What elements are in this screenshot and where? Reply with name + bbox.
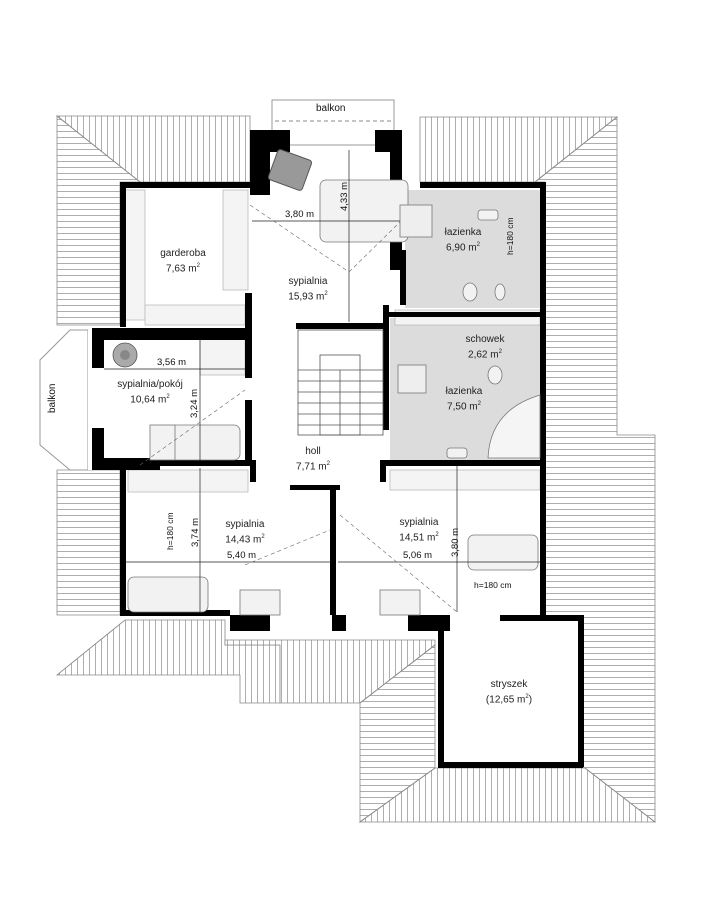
room-area: 7,50 m2 xyxy=(447,401,481,413)
room-lazienka-2: łazienka 7,50 m2 xyxy=(446,386,483,413)
dimension-label: 3,56 m xyxy=(157,357,187,368)
room-area: (12,65 m2) xyxy=(485,694,533,706)
room-area: 14,51 m2 xyxy=(399,532,439,544)
room-name: garderoba xyxy=(160,248,206,259)
room-area: 10,64 m2 xyxy=(130,394,170,406)
dimension-label: 4,33 m xyxy=(339,181,350,211)
room-name: sypialnia xyxy=(288,276,328,287)
room-sypialnia-pokoj: sypialnia/pokój 10,64 m2 xyxy=(117,379,183,406)
room-name: sypialnia/pokój xyxy=(117,379,183,390)
dimension-label: 3,74 m xyxy=(190,517,201,547)
balcony-top xyxy=(271,99,395,146)
dimension-label: 3,80 m xyxy=(450,527,461,557)
balcony-left-label: balkon xyxy=(47,383,58,413)
room-name: schowek xyxy=(465,334,505,345)
room-sypialnia-3: sypialnia 14,51 m2 xyxy=(399,517,438,544)
height-mark: h=180 cm xyxy=(474,580,512,590)
room-name: holl xyxy=(305,446,321,457)
room-name: łazienka xyxy=(444,227,482,238)
room-area: 2,62 m2 xyxy=(468,349,502,361)
room-area: 7,63 m2 xyxy=(166,263,200,275)
room-area: 7,71 m2 xyxy=(296,461,330,473)
walls xyxy=(92,130,584,768)
height-mark: h=180 cm xyxy=(505,217,515,255)
plant-icon xyxy=(112,342,138,368)
room-stryszek: stryszek (12,65 m2) xyxy=(486,679,532,706)
room-name: stryszek xyxy=(490,679,528,690)
dimension-label: 5,40 m xyxy=(227,550,257,561)
staircase xyxy=(297,329,384,436)
slope-lines xyxy=(139,204,458,613)
balcony-top-label: balkon xyxy=(316,103,346,114)
room-lazienka-1: łazienka 6,90 m2 xyxy=(445,227,482,254)
room-area: 6,90 m2 xyxy=(446,242,480,254)
height-mark: h=180 cm xyxy=(165,512,175,550)
furniture xyxy=(127,179,541,616)
room-name: sypialnia xyxy=(225,519,265,530)
room-holl: holl 7,71 m2 xyxy=(296,446,330,473)
room-area: 15,93 m2 xyxy=(288,291,328,303)
dimension-label: 3,24 m xyxy=(189,388,200,418)
armchair-icon xyxy=(267,149,313,191)
room-sypialnia-1: sypialnia 15,93 m2 xyxy=(288,276,327,303)
room-name: sypialnia xyxy=(399,517,439,528)
room-schowek: schowek 2,62 m2 xyxy=(466,334,505,361)
room-sypialnia-2: sypialnia 14,43 m2 xyxy=(225,519,264,546)
dimension-lines xyxy=(104,150,540,612)
dimension-label: 3,80 m xyxy=(285,209,315,220)
roof xyxy=(55,115,657,823)
room-name: łazienka xyxy=(445,386,483,397)
room-garderoba: garderoba 7,63 m2 xyxy=(160,248,206,275)
dimension-label: 5,06 m xyxy=(403,550,433,561)
room-area: 14,43 m2 xyxy=(225,534,265,546)
